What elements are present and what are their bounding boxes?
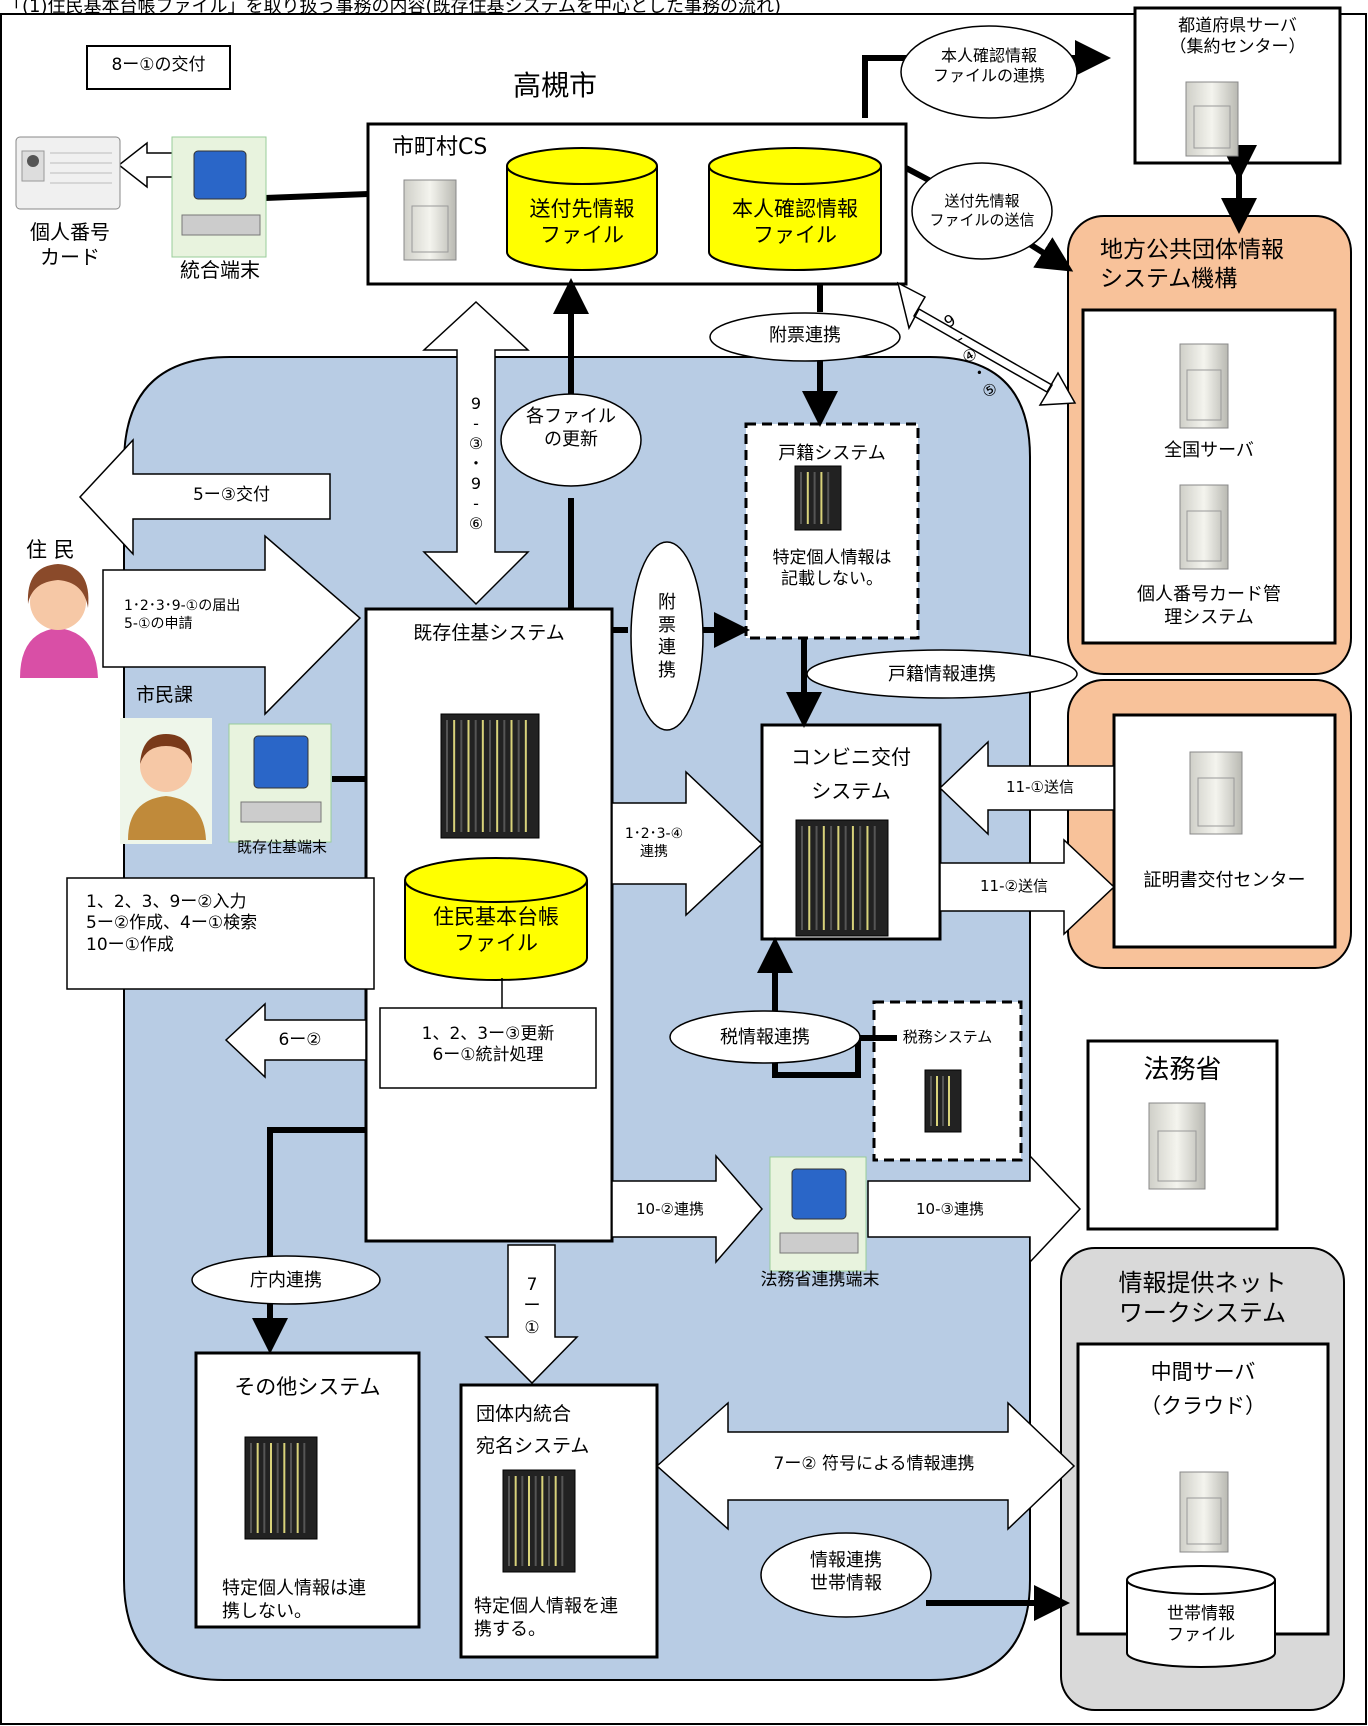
household-file-cylinder [1126, 1565, 1276, 1668]
arrow-9-3-9-6-label: 9 - ③ ・ 9 - ⑥ [467, 394, 484, 533]
moj-terminal-label: 法務省連携端末 [760, 1270, 880, 1290]
fuhyo-link-label: 附票連携 [769, 325, 841, 346]
household-file-label: 世帯情報 ファイル [1167, 1604, 1235, 1646]
card-label: 個人番号 カード [30, 220, 110, 269]
dest-file-cylinder [506, 147, 658, 271]
rack-server-icon [502, 1469, 576, 1573]
dest-file-label: 送付先情報 ファイル [529, 197, 635, 248]
card-issue-label: 8ー①の交付 [111, 55, 206, 75]
info-link-label: 情報連携 世帯情報 [810, 1550, 882, 1594]
pc-terminal-icons [171, 136, 867, 1272]
id-card-image [15, 136, 121, 210]
resident-file-label: 住民基本台帳 ファイル [433, 905, 559, 956]
arrow-7-2-label: 7ー② 符号による情報連携 [773, 1454, 975, 1474]
input-note-text: 1、2、3、9ー②入力 5ー②作成、4ー①検索 10ー①作成 [86, 892, 258, 955]
citizen-section-label: 市民課 [136, 684, 194, 706]
resident-file-cylinder [404, 857, 588, 981]
identity-link-label: 本人確認情報 ファイルの連携 [932, 46, 1045, 85]
update-note-text: 1、2、3ー③更新 6ー①統計処理 [421, 1024, 555, 1066]
atena-note: 特定個人情報を連 携する。 [474, 1596, 618, 1640]
city-name: 高槻市 [512, 69, 597, 102]
terminal-label: 統合端末 [180, 258, 260, 282]
arrow-10-3-label: 10-③連携 [916, 1200, 984, 1218]
rack-server-icon [794, 465, 842, 531]
other-system-title: その他システム [234, 1375, 381, 1399]
arrow-application-label: 1･2･3･9-①の届出 5-①の申請 [124, 598, 241, 632]
card-mgmt-label: 個人番号カード管 理システム [1137, 584, 1281, 628]
moj-title: 法務省 [1143, 1055, 1222, 1085]
identity-file-label: 本人確認情報 ファイル [732, 197, 858, 248]
arrow-1234-label: 1･2･3-④ 連携 [624, 826, 684, 860]
koseki-note: 特定個人情報は 記載しない。 [772, 548, 892, 590]
arrow-6-2-label: 6ー② [278, 1030, 322, 1050]
tax-system-label: 税務システム [902, 1028, 993, 1046]
update-note-box [379, 1007, 597, 1089]
rack-server-icons [244, 465, 962, 1573]
arrow-11-1-label: 11-①送信 [1006, 778, 1074, 796]
card-issue-box [86, 45, 231, 90]
prefecture-label: 都道府県サーバ （集約センター） [1169, 16, 1306, 58]
koseki-title: 戸籍システム [778, 443, 886, 464]
middle-server-label: 中間サーバ （クラウド） [1140, 1360, 1266, 1418]
update-files-label: 各ファイル の更新 [526, 406, 616, 450]
fuhyo-vertical-label: 附 票 連 携 [658, 592, 676, 681]
koseki-link-label: 戸籍情報連携 [888, 664, 996, 685]
resident-person-icon [20, 564, 98, 678]
jlis-title: 地方公共団体情報 システム機構 [1100, 237, 1284, 292]
national-server-label: 全国サーバ [1164, 440, 1254, 461]
page-border [0, 13, 1367, 1725]
dest-send-label: 送付先情報 ファイルの送信 [929, 192, 1035, 229]
arrow-5-3-label: 5ー③交付 [192, 485, 271, 505]
arrow-10-2-label: 10-②連携 [636, 1200, 704, 1218]
resident-label: 住 民 [26, 538, 75, 562]
block-arrows [78, 141, 1116, 1531]
juki-terminal-label: 既存住基端末 [236, 838, 327, 856]
page-title: 「(1)住民基本台帳ファイル」を取り扱う事務の内容(既存住基システムを中心とした… [4, 0, 781, 17]
identity-file-cylinder [708, 147, 882, 271]
network-title: 情報提供ネット ワークシステム [1118, 1269, 1287, 1327]
koseki-system-box [744, 422, 920, 640]
other-system-note: 特定個人情報は連 携しない。 [222, 1578, 366, 1622]
juki-title: 既存住基システム [413, 622, 565, 644]
cert-center-label: 証明書交付センター [1143, 870, 1306, 891]
rack-server-icon [244, 1436, 318, 1540]
rack-server-icon [795, 819, 889, 937]
input-note-box [66, 877, 375, 990]
cs-title: 市町村CS [392, 135, 488, 160]
arrow-7-1-label: 7 ー ① [523, 1275, 541, 1338]
white-server-icons [403, 81, 1243, 1553]
arrow-11-2-label: 11-②送信 [980, 877, 1048, 895]
staff-person-icon [120, 718, 212, 844]
konbini-title: コンビニ交付 システム [791, 745, 911, 803]
atena-title: 団体内統合 宛名システム [476, 1403, 590, 1458]
link-bubbles [191, 25, 1078, 1618]
tax-link-label: 税情報連携 [720, 1027, 810, 1048]
internal-link-label: 庁内連携 [250, 1270, 322, 1291]
